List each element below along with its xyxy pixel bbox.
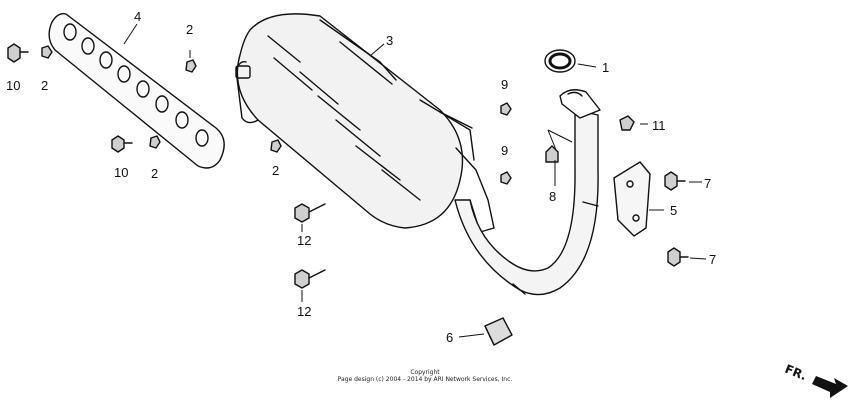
callout-7: 7 xyxy=(709,252,716,267)
copyright-text: Page design (c) 2004 - 2014 by ARI Netwo… xyxy=(337,376,513,383)
callout-12: 12 xyxy=(297,233,311,248)
callout-6: 6 xyxy=(446,330,453,345)
callout-2: 2 xyxy=(272,163,279,178)
callout-9: 9 xyxy=(501,77,508,92)
callout-9: 9 xyxy=(501,143,508,158)
exhaust-pipe xyxy=(454,89,601,296)
heat-shield-plate xyxy=(48,12,225,169)
callout-1: 1 xyxy=(602,60,609,75)
callout-5: 5 xyxy=(670,203,677,218)
copyright-notice: Copyright Page design (c) 2004 - 2014 by… xyxy=(300,369,550,383)
callout-2: 2 xyxy=(186,22,193,37)
front-label: FR. xyxy=(783,362,809,383)
callout-2: 2 xyxy=(41,78,48,93)
callout-2: 2 xyxy=(151,166,158,181)
copyright-title: Copyright xyxy=(410,369,440,376)
callout-labels: 1 2 2 2 2 3 4 5 6 7 7 8 9 9 10 10 11 12 … xyxy=(6,9,716,345)
front-direction-marker: FR. xyxy=(783,362,848,398)
callout-8: 8 xyxy=(549,189,556,204)
callout-4: 4 xyxy=(134,9,141,24)
fasteners xyxy=(7,43,689,289)
leader-lines xyxy=(123,23,707,338)
callout-7: 7 xyxy=(704,176,711,191)
front-arrow-icon xyxy=(812,376,848,398)
pipe-bracket xyxy=(613,161,651,237)
callout-10: 10 xyxy=(6,78,20,93)
muffler xyxy=(235,13,495,233)
callout-12: 12 xyxy=(297,304,311,319)
gasket xyxy=(544,49,576,73)
rubber-block xyxy=(484,317,513,346)
callout-10: 10 xyxy=(114,165,128,180)
callout-3: 3 xyxy=(386,33,393,48)
callout-11: 11 xyxy=(652,118,666,133)
